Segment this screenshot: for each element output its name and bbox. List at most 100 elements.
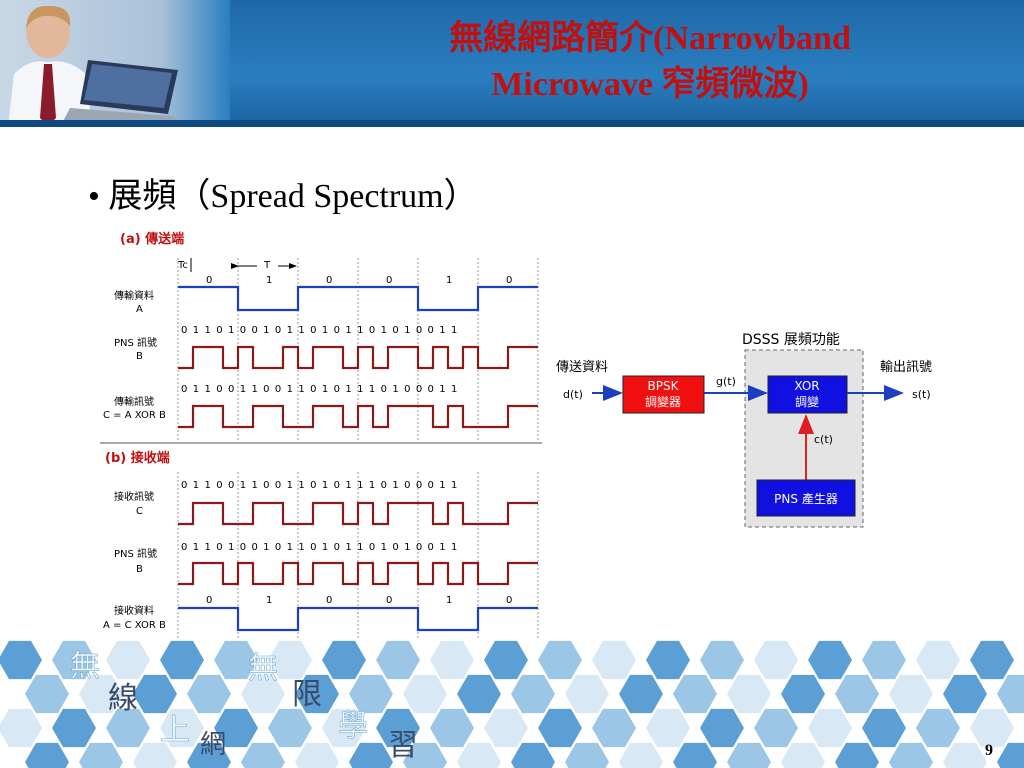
dsss-output-signal: s(t): [912, 388, 931, 401]
decor-hexagon: [79, 742, 123, 768]
decor-hexagon: [889, 742, 933, 768]
decor-hexagon: [484, 708, 528, 748]
bpsk-block-line1: BPSK: [648, 379, 680, 393]
dsss-g-signal: g(t): [716, 375, 736, 388]
rx-bit-6: 0: [506, 595, 512, 606]
tx-pns-waveform: [178, 345, 538, 370]
decor-hexagon: [403, 742, 447, 768]
decor-hexagon: [808, 640, 852, 680]
decor-hexagon: [889, 674, 933, 714]
decor-hexagon: [0, 640, 42, 680]
decor-hexagon: [322, 640, 366, 680]
rx-bit-3: 0: [326, 595, 332, 606]
decor-char-5: 無: [248, 651, 278, 686]
presenter-photo: [0, 0, 230, 128]
bullet-text: 展頻（Spread Spectrum）: [108, 178, 478, 215]
decor-hexagon: [160, 640, 204, 680]
decor-hexagon: [160, 708, 204, 748]
decor-hexagon: [106, 640, 150, 680]
decor-char-6: 限: [292, 677, 322, 712]
tx-pns-label-2: B: [136, 351, 143, 362]
decor-hexagon: [133, 674, 177, 714]
decor-hexagon: [997, 674, 1024, 714]
decor-hexagon: [808, 708, 852, 748]
decor-hexagon: [997, 742, 1024, 768]
decor-hexagon: [673, 674, 717, 714]
tx-bit-4: 0: [386, 275, 392, 286]
decor-hexagon: [268, 708, 312, 748]
tx-bit-2: 1: [266, 275, 272, 286]
tx-bit-6: 0: [506, 275, 512, 286]
bpsk-block: [622, 375, 705, 414]
decor-hexagon: [781, 674, 825, 714]
decor-hexagon: [25, 742, 69, 768]
title-line-1: 無線網路簡介(Narrowband: [449, 20, 851, 57]
decor-hexagon: [376, 640, 420, 680]
page-title: 無線網路簡介(Narrowband Microwave 窄頻微波): [300, 16, 1000, 108]
decor-hexagon: [943, 674, 987, 714]
rx-in-waveform: [178, 501, 538, 526]
decor-hexagon: [592, 708, 636, 748]
tx-bit-5: 1: [446, 275, 452, 286]
decor-hexagon: [322, 708, 366, 748]
decor-hexagon: [484, 640, 528, 680]
dsss-input-signal: d(t): [563, 388, 583, 401]
decor-char-7: 學: [338, 709, 368, 744]
decor-hexagon: [295, 742, 339, 768]
tx-out-label-1: 傳輸訊號: [114, 395, 154, 408]
decor-hexagon: [79, 674, 123, 714]
decor-char-3: 上: [160, 713, 190, 748]
decor-hexagon: [835, 742, 879, 768]
tx-data-waveform: [178, 285, 538, 312]
decor-hexagon: [970, 708, 1014, 748]
pns-generator-label: PNS 產生器: [774, 491, 838, 506]
decor-hexagon: [943, 742, 987, 768]
decor-hexagon: [754, 640, 798, 680]
decor-hexagon: [862, 708, 906, 748]
title-line-2: Microwave 窄頻微波): [491, 66, 809, 103]
rx-pns-label-2: B: [136, 564, 143, 575]
dsss-input-label: 傳送資料: [556, 360, 608, 375]
decor-hexagon: [187, 674, 231, 714]
xor-block-line2: 調變: [795, 394, 819, 409]
decor-hexagon: [457, 742, 501, 768]
decor-hexagon: [538, 640, 582, 680]
decor-hexagon: [457, 674, 501, 714]
footer-decor-chars: 無 線 上 網 無 限 學 習: [70, 649, 418, 763]
decor-hexagon: [646, 640, 690, 680]
pns-generator-block: [756, 479, 856, 517]
decor-hexagon: [700, 708, 744, 748]
decor-hexagon: [862, 640, 906, 680]
decor-hexagon: [349, 674, 393, 714]
decor-char-4: 網: [200, 730, 226, 760]
bpsk-block-line2: 調變器: [645, 394, 681, 409]
tx-data-label-1: 傳輸資料: [114, 289, 154, 302]
rx-pns-label-1: PNS 訊號: [114, 547, 157, 560]
dsss-c-signal: c(t): [814, 433, 833, 446]
decor-hexagon: [565, 742, 609, 768]
rx-data-label-2: A = C XOR B: [103, 620, 166, 631]
decor-hexagon: [511, 674, 555, 714]
tx-bit-3: 0: [326, 275, 332, 286]
tx-data-label-2: A: [136, 304, 143, 315]
decor-hexagon: [727, 674, 771, 714]
footer-hex-pattern: [0, 640, 1024, 768]
tx-pns-label-1: PNS 訊號: [114, 336, 157, 349]
decor-hexagon: [592, 640, 636, 680]
rx-data-label-1: 接收資料: [114, 604, 154, 617]
decor-hexagon: [970, 640, 1014, 680]
decor-hexagon: [214, 640, 258, 680]
decor-hexagon: [430, 640, 474, 680]
decor-hexagon: [25, 674, 69, 714]
decor-hexagon: [511, 742, 555, 768]
rx-data-bits: 0 1 0 0 1 0: [206, 595, 512, 606]
decor-hexagon: [52, 640, 96, 680]
decor-hexagon: [106, 708, 150, 748]
decor-hexagon: [700, 640, 744, 680]
decor-hexagon: [133, 742, 177, 768]
decor-hexagon: [214, 708, 258, 748]
decor-hexagon: [0, 708, 42, 748]
rx-pns-chips: 0 1 1 0 1 0 0 1 0 1 1 0 1 0 1 1 0 1 0 1 …: [181, 542, 459, 553]
rx-bit-1: 0: [206, 595, 212, 606]
tx-out-waveform: [178, 404, 538, 429]
